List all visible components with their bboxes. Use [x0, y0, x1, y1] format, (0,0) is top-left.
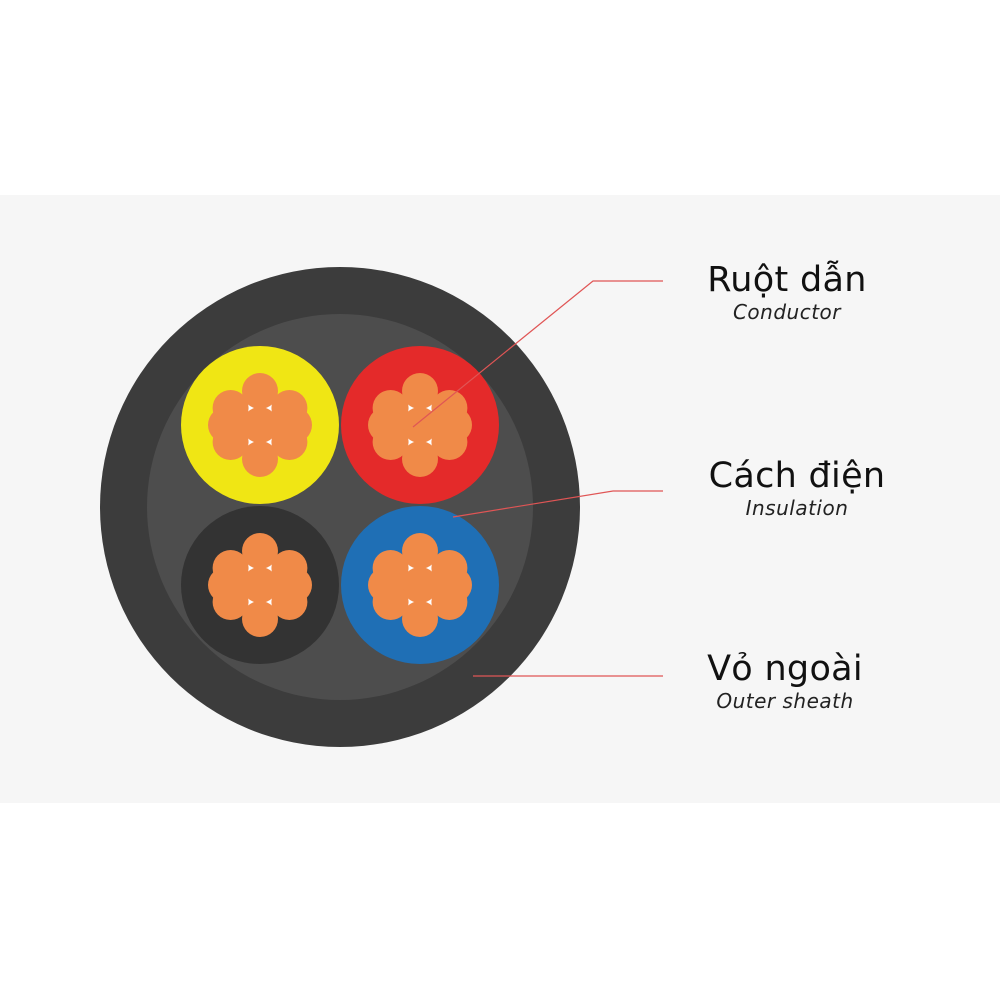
core-yellow: [181, 346, 339, 504]
label-sheath: Vỏ ngoài Outer sheath: [635, 649, 935, 713]
core-red-copper-strand: [368, 407, 404, 443]
label-sheath-en: Outer sheath: [716, 689, 854, 713]
label-insulation: Cách điện Insulation: [647, 456, 947, 520]
label-insulation-en: Insulation: [745, 496, 849, 520]
core-black-copper-strand: [208, 567, 244, 603]
label-conductor: Ruột dẫn Conductor: [637, 260, 937, 324]
core-black-copper-strand: [276, 567, 312, 603]
core-red-copper-strand: [402, 373, 438, 409]
core-blue-copper-strand: [402, 601, 438, 637]
leader-line-insulation: [452, 490, 663, 518]
core-red-copper-strand: [402, 441, 438, 477]
core-blue: [341, 506, 499, 664]
label-conductor-en: Conductor: [732, 300, 842, 324]
core-yellow-copper-strand: [276, 407, 312, 443]
label-conductor-vi: Ruột dẫn: [707, 260, 867, 300]
cores: [181, 346, 499, 664]
core-blue-copper-strand: [402, 567, 438, 603]
label-sheath-vi: Vỏ ngoài: [707, 649, 863, 689]
core-black: [181, 506, 339, 664]
label-insulation-vi: Cách điện: [708, 456, 886, 496]
core-yellow-copper-strand: [208, 407, 244, 443]
core-blue-copper-strand: [402, 533, 438, 569]
core-yellow-copper-strand: [242, 441, 278, 477]
leader-lines: [412, 280, 663, 677]
core-yellow-copper-strand: [242, 373, 278, 409]
core-black-copper-strand: [242, 533, 278, 569]
core-red-copper-strand: [402, 407, 438, 443]
core-yellow-copper-strand: [242, 407, 278, 443]
core-red: [341, 346, 499, 504]
core-blue-copper-strand: [436, 567, 472, 603]
core-black-copper-strand: [242, 601, 278, 637]
leader-line-conductor: [412, 280, 663, 428]
core-red-copper-strand: [436, 407, 472, 443]
core-blue-copper-strand: [368, 567, 404, 603]
core-black-copper-strand: [242, 567, 278, 603]
